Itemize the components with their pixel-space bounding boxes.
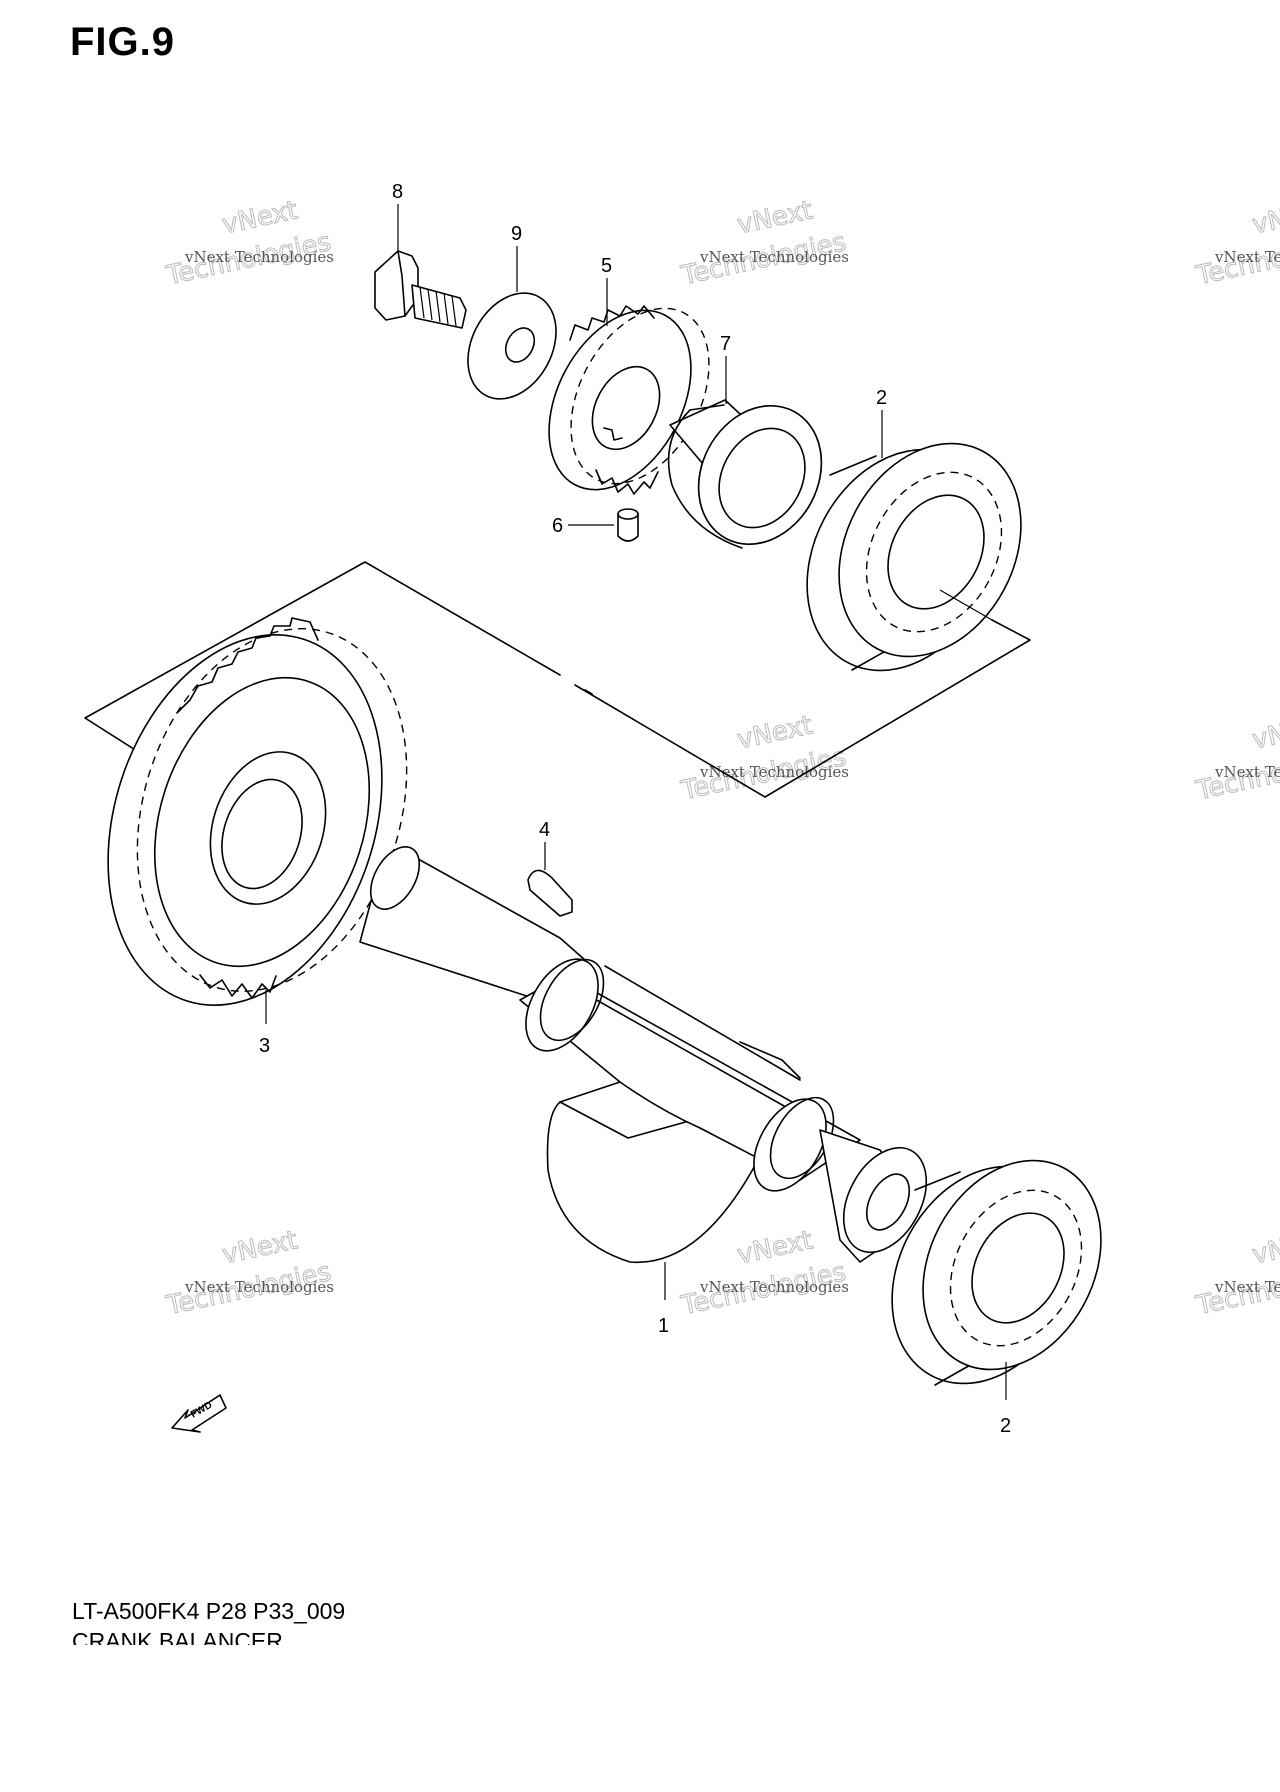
- part-washer: [467, 292, 557, 400]
- watermark-small-text: vNext Technologies: [699, 248, 849, 266]
- watermark-small-text: vNext Technologies: [699, 1278, 849, 1296]
- part-driven-gear: [107, 617, 408, 1024]
- part-dowel-pin: [568, 508, 639, 542]
- part-bearing-lower: [891, 1159, 1102, 1400]
- callout-3: 3: [259, 1035, 270, 1057]
- model-code: LT-A500FK4 P28 P33_009: [72, 1598, 346, 1624]
- watermark-vnext-text: vNext: [220, 195, 301, 240]
- callout-7: 7: [720, 333, 731, 355]
- watermark-vnext-text: vNext: [735, 195, 816, 240]
- watermark-3: Technologies vNext vNext Technologies: [1193, 195, 1280, 292]
- watermark-5: Technologies vNext vNext Technologies: [678, 710, 850, 807]
- part-bearing-upper: [806, 442, 1022, 672]
- watermark-small-text: vNext Technologies: [1214, 1278, 1280, 1296]
- callout-8: 8: [392, 181, 403, 203]
- callout-2-upper: 2: [876, 387, 887, 409]
- watermark-vnext-text: vNext: [1250, 195, 1280, 240]
- callout-labels: 8 9 5 7 2 6 4 3 1 2: [259, 181, 1011, 1437]
- watermark-vnext-text: vNext: [220, 1225, 301, 1270]
- callout-2-lower: 2: [1000, 1415, 1011, 1437]
- watermark-small-text: vNext Technologies: [184, 1278, 334, 1296]
- watermark-vnext-text: vNext: [735, 1225, 816, 1270]
- assembly-outline: [84, 561, 1031, 798]
- watermark-7: Technologies vNext vNext Technologies: [163, 1225, 335, 1322]
- part-key: [527, 842, 573, 917]
- leader-lines: [397, 204, 883, 458]
- callout-1: 1: [658, 1315, 669, 1337]
- assembly-name: CRANK BALANCER: [72, 1630, 283, 1645]
- watermark-vnext-text: vNext: [1250, 1225, 1280, 1270]
- figure-title: FIG.9: [70, 20, 176, 64]
- watermark-small-text: vNext Technologies: [699, 763, 849, 781]
- watermark-1: Technologies vNext vNext Technologies: [163, 195, 335, 292]
- watermark-vnext-text: vNext: [735, 710, 816, 755]
- watermark-vnext-text: vNext: [1250, 710, 1280, 755]
- watermark-2: Technologies vNext vNext Technologies: [678, 195, 850, 292]
- watermark-small-text: vNext Technologies: [184, 248, 334, 266]
- part-flange-bolt: [374, 250, 467, 329]
- part-drive-gear: [548, 305, 710, 495]
- part-balancer-shaft: [359, 846, 928, 1300]
- watermark-small-text: vNext Technologies: [1214, 763, 1280, 781]
- callout-5: 5: [601, 255, 612, 277]
- callout-9: 9: [511, 223, 522, 245]
- callout-4: 4: [539, 819, 550, 841]
- fwd-arrow-icon: FWD: [171, 1394, 227, 1433]
- watermark-6: Technologies vNext vNext Technologies: [1193, 710, 1280, 807]
- callout-6: 6: [552, 515, 563, 537]
- watermark-small-text: vNext Technologies: [1214, 248, 1280, 266]
- watermark-9: Technologies vNext vNext Technologies: [1193, 1225, 1280, 1322]
- part-spacer-bushing: [667, 399, 823, 549]
